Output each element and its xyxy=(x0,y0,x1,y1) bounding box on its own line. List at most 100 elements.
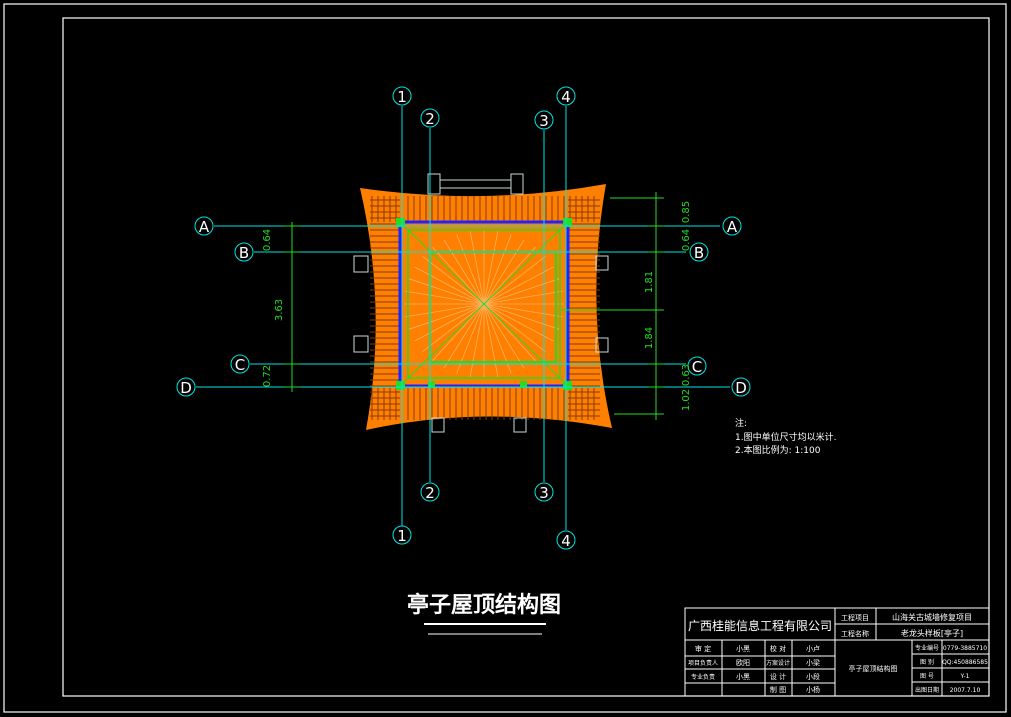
axis-label: C xyxy=(692,358,702,376)
block-cell: 小梁 xyxy=(806,658,820,667)
block-cell: 图 号 xyxy=(920,673,934,680)
rafter xyxy=(483,266,554,305)
dimension-label: 0.64 xyxy=(681,229,692,251)
block-cell: 2007.7.10 xyxy=(950,687,981,694)
roof-plan xyxy=(353,173,612,433)
dimension-label: 1.81 xyxy=(644,271,655,293)
axis-label: 2 xyxy=(425,484,435,502)
block-cell: 欧阳 xyxy=(736,658,750,667)
project-name: 山海关古城墙修复项目 xyxy=(892,612,972,622)
axis-label: B xyxy=(239,244,249,262)
rafter xyxy=(483,303,554,342)
hip-line xyxy=(399,221,569,387)
block-cell: 设 计 xyxy=(770,672,786,681)
dimension-label: 1.84 xyxy=(644,327,655,349)
rafter xyxy=(422,303,485,352)
dimension-lines xyxy=(284,192,664,420)
eave-beam xyxy=(398,220,570,388)
axis-label: B xyxy=(694,244,704,262)
bench xyxy=(595,337,609,353)
block-cell: 小卢 xyxy=(806,644,820,653)
dimension-label: 0.64 xyxy=(262,229,273,251)
block-cell: 图 别 xyxy=(920,658,934,666)
dimension-labels: 0.64 3.63 0.72 0.85 0.64 1.81 1.84 0.63 … xyxy=(262,201,692,411)
block-cell: 项目负责人 xyxy=(688,659,718,667)
bench xyxy=(510,173,524,195)
block-cell: 小黑 xyxy=(736,644,750,653)
rafter xyxy=(408,303,485,330)
block-cell: 小段 xyxy=(806,672,820,681)
axis-bubble-C-right: C xyxy=(687,356,707,376)
bench xyxy=(353,255,369,273)
block-cell: 出图日期 xyxy=(915,686,939,694)
block-cell: 小杨 xyxy=(806,685,820,694)
block-cell: 专业负责 xyxy=(691,673,715,681)
block-cell: 0779-3885710 xyxy=(943,645,987,652)
notes-heading: 注: xyxy=(735,417,747,429)
ring-beam xyxy=(407,229,561,379)
axis-label: 4 xyxy=(561,532,571,550)
sub-label: 工程名称 xyxy=(841,629,869,638)
rafter xyxy=(405,290,485,305)
rafter xyxy=(483,303,499,377)
axis-bubble-B-left: B xyxy=(234,242,254,262)
rafter xyxy=(483,247,536,305)
axis-bubble-D-left: D xyxy=(176,377,196,397)
axis-bubble-1-top: 1 xyxy=(392,86,412,106)
axis-bubble-C-left: C xyxy=(230,354,250,374)
column xyxy=(563,381,572,390)
block-cell: 审 定 xyxy=(695,644,711,653)
notes-line: 1.图中单位尺寸均以米计. xyxy=(735,431,836,443)
rafter xyxy=(483,278,560,305)
column xyxy=(396,381,405,390)
axis-bubble-4-bottom: 4 xyxy=(556,530,576,550)
title-block xyxy=(684,607,990,697)
bench xyxy=(513,417,527,433)
axis-bubble-4-top: 4 xyxy=(556,86,576,106)
project-label: 工程项目 xyxy=(841,613,869,622)
axis-bubble-3-top: 3 xyxy=(534,110,554,130)
rafter xyxy=(483,239,525,305)
rafter xyxy=(405,303,485,318)
axis-bubble-B-right: B xyxy=(689,242,709,262)
dimension-label: 3.63 xyxy=(274,299,285,321)
axis-label: D xyxy=(735,379,747,397)
bench xyxy=(427,173,441,195)
rafter xyxy=(483,303,546,352)
axis-label: 4 xyxy=(561,88,571,106)
dimension-label: 1.02 xyxy=(681,389,692,411)
axis-label: D xyxy=(180,379,192,397)
block-cell: 专业编号 xyxy=(915,644,939,652)
axis-label: 1 xyxy=(397,88,407,106)
axis-bubble-2-top: 2 xyxy=(420,108,440,128)
rafter xyxy=(408,278,485,305)
drawing-title: 亭子屋顶结构图 xyxy=(407,592,561,618)
column xyxy=(563,218,572,227)
rafter xyxy=(483,303,525,369)
axis-label: 2 xyxy=(425,110,435,128)
bench xyxy=(353,335,369,353)
rafter xyxy=(483,303,536,361)
rafter xyxy=(414,303,485,342)
rafters xyxy=(370,196,600,420)
block-cell: 方案设计 xyxy=(766,659,790,667)
rafter xyxy=(483,303,560,330)
rafter xyxy=(483,256,546,305)
company-name: 广西桂能信息工程有限公司 xyxy=(688,618,832,633)
axis-bubble-A-right: A xyxy=(722,216,742,236)
axis-bubble-D-right: D xyxy=(731,377,751,397)
rafter xyxy=(443,239,485,305)
axis-label: A xyxy=(199,218,210,236)
dimension-label: 0.85 xyxy=(681,201,692,223)
rafter xyxy=(483,303,563,318)
drawing-notes: 注: 1.图中单位尺寸均以米计. 2.本图比例为: 1:100 xyxy=(735,417,836,456)
notes-line: 2.本图比例为: 1:100 xyxy=(735,444,821,456)
block-cell: 小黑 xyxy=(736,672,750,681)
block-cell: Y-1 xyxy=(960,673,970,680)
column xyxy=(428,381,435,388)
rafter xyxy=(469,231,485,305)
axis-label: 3 xyxy=(539,112,549,130)
block-cell: 制 图 xyxy=(770,685,786,694)
rafter xyxy=(456,234,485,305)
